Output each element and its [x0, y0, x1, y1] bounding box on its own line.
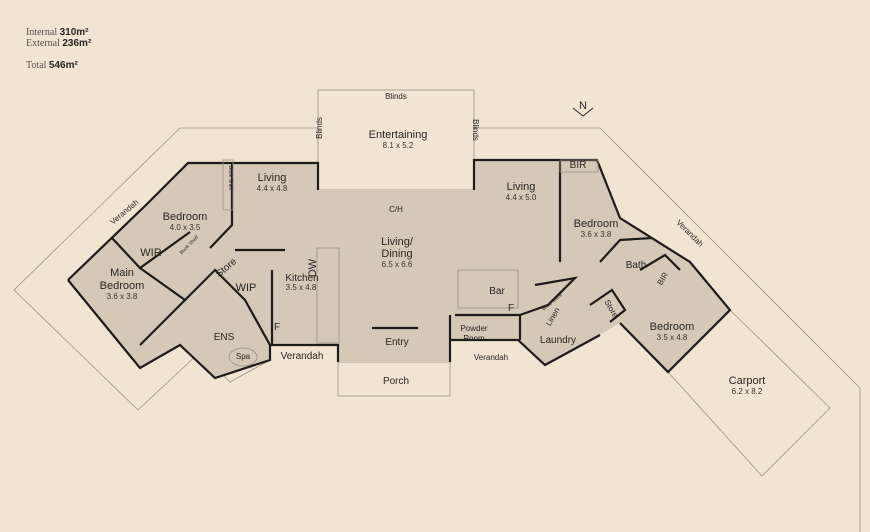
fixtures — [222, 159, 599, 367]
fridge-label: F — [274, 322, 280, 333]
spa-tub — [228, 347, 258, 367]
main-bedroom-label: Bedroom — [100, 280, 145, 292]
wip-label: WIP — [236, 282, 257, 294]
bar-label: Bar — [489, 286, 505, 297]
ens-label: ENS — [214, 332, 235, 343]
living-dining-label: Dining — [381, 248, 412, 260]
living-left-dim: 4.4 x 4.8 — [257, 184, 288, 193]
spa-label: Spa — [236, 352, 251, 361]
entertaining-dim: 8.1 x 5.2 — [383, 141, 414, 150]
bedroom-left-dim: 4.0 x 3.5 — [170, 223, 201, 232]
walls — [67, 158, 732, 380]
north-arrow-icon: N — [572, 100, 594, 117]
area-external: External 236m² — [26, 38, 92, 49]
carport-dim: 6.2 x 8.2 — [732, 387, 763, 396]
kitchen-island — [316, 247, 340, 344]
wir-label: WIR — [140, 247, 161, 259]
bir-top — [559, 159, 599, 173]
verandah-label: Verandah — [474, 353, 508, 362]
house-floor — [68, 160, 730, 378]
living-right-label: Living — [507, 181, 536, 193]
blinds-label: Blinds — [471, 119, 480, 141]
carport-area — [667, 309, 831, 477]
living-dining-label: Living/ — [381, 236, 414, 248]
porch-label: Porch — [383, 376, 409, 387]
laundry-label: Laundry — [540, 335, 576, 346]
bedroom-label: Bedroom — [650, 321, 695, 333]
entry-label: Entry — [385, 337, 408, 348]
carport-label: Carport — [729, 375, 766, 387]
book-shelf — [222, 159, 234, 211]
verandah-label: Verandah — [674, 218, 705, 249]
area-internal: Internal 310m² — [26, 27, 89, 38]
powder-room-label: Room — [463, 334, 485, 343]
dishwasher-label: DW — [307, 258, 319, 277]
north-label: N — [579, 100, 587, 112]
bath-label: Bath — [626, 260, 647, 271]
verandah-label: Verandah — [281, 351, 324, 362]
bedroom-left-label: Bedroom — [163, 211, 208, 223]
bedroom-dim: 3.5 x 4.8 — [657, 333, 688, 342]
fridge-label: F — [508, 303, 514, 314]
ch-label: C/H — [389, 205, 403, 214]
kitchen-dim: 3.5 x 4.8 — [286, 283, 317, 292]
blinds-label: Blinds — [385, 92, 407, 101]
entertaining-label: Entertaining — [369, 129, 428, 141]
blinds-label: Blinds — [315, 117, 324, 139]
area-total: Total 546m² — [26, 60, 78, 71]
powder-room-label: Powder — [460, 324, 487, 333]
book-shelf-label: Book Shelf — [227, 166, 233, 191]
bir-label: BIR — [570, 160, 587, 171]
bedroom-label: Bedroom — [574, 218, 619, 230]
bedroom-dim: 3.6 x 3.8 — [581, 230, 612, 239]
bar-counter — [457, 269, 519, 309]
kitchen-label: Kitchen — [285, 273, 318, 284]
living-right-dim: 4.4 x 5.0 — [506, 193, 537, 202]
verandah-outline — [13, 89, 861, 532]
main-bedroom-dim: 3.6 x 3.8 — [107, 292, 138, 301]
main-bedroom-label: Main — [110, 267, 134, 279]
living-left-label: Living — [258, 172, 287, 184]
living-dining-dim: 6.5 x 6.6 — [382, 260, 413, 269]
